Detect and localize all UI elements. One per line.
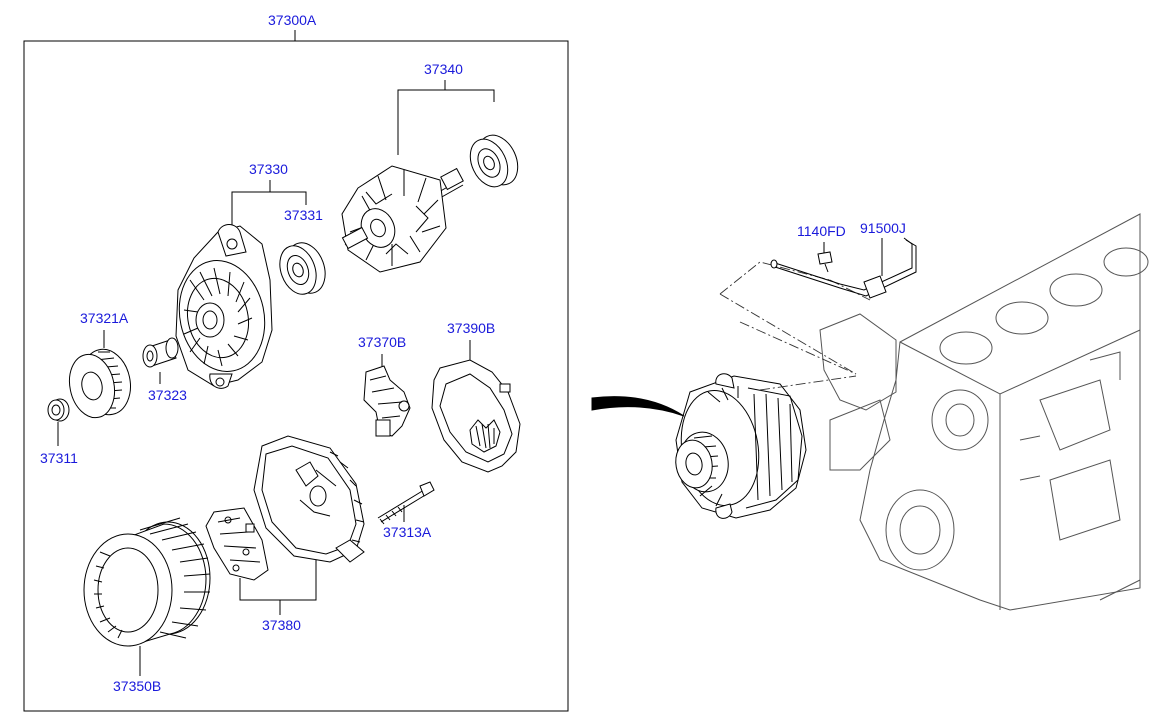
rotor-bearing[interactable]	[463, 129, 525, 193]
rear-cover[interactable]	[431, 359, 521, 473]
voltage-regulator[interactable]	[363, 365, 411, 437]
label-37300a[interactable]: 37300A	[268, 12, 317, 28]
label-37330[interactable]: 37330	[249, 161, 288, 177]
alternator-assembly[interactable]	[672, 373, 807, 519]
stator[interactable]	[83, 517, 211, 647]
label-91500j[interactable]: 91500J	[860, 220, 906, 236]
label-37323[interactable]: 37323	[148, 387, 187, 403]
mounting-dashlines	[719, 261, 871, 391]
leader-37340	[397, 80, 495, 155]
assembly-frame	[23, 30, 569, 712]
rotor-assembly[interactable]	[341, 165, 464, 273]
label-37340[interactable]: 37340	[424, 61, 463, 77]
label-37380[interactable]: 37380	[262, 617, 301, 633]
label-37321a[interactable]: 37321A	[80, 310, 129, 326]
leader-37330	[231, 180, 307, 225]
wiring-bracket[interactable]	[770, 237, 917, 299]
label-1140fd[interactable]: 1140FD	[797, 223, 846, 239]
pulley-nut[interactable]	[47, 398, 70, 422]
front-housing[interactable]	[169, 224, 274, 389]
pointer-arrow	[591, 396, 685, 417]
label-37331[interactable]: 37331	[284, 207, 323, 223]
engine-block	[819, 213, 1149, 611]
label-37350b[interactable]: 37350B	[113, 678, 161, 694]
label-37311[interactable]: 37311	[40, 450, 78, 466]
mounting-bolt[interactable]	[817, 251, 833, 273]
label-37313a[interactable]: 37313A	[383, 524, 432, 540]
leader-37380	[239, 560, 317, 615]
pulley[interactable]	[64, 345, 137, 422]
front-bearing[interactable]	[273, 237, 331, 299]
rectifier[interactable]	[205, 507, 269, 581]
spacer[interactable]	[142, 337, 179, 368]
label-37370b[interactable]: 37370B	[358, 334, 406, 350]
through-bolt[interactable]	[377, 481, 435, 525]
label-37390b[interactable]: 37390B	[447, 320, 495, 336]
rear-housing[interactable]	[253, 435, 365, 563]
